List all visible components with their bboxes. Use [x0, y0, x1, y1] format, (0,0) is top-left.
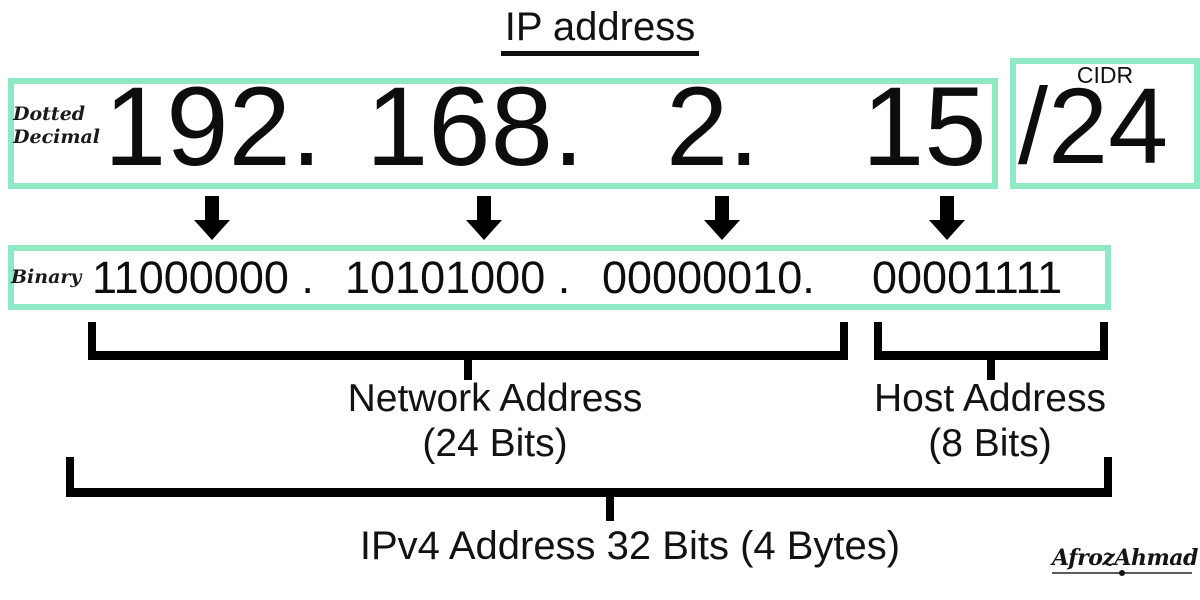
arrow-down-icon [700, 196, 744, 240]
decimal-octet-4: 15 [862, 64, 987, 189]
network-address-label: Network Address (24 Bits) [200, 376, 790, 466]
cidr-caption: CIDR [1076, 62, 1134, 88]
watermark-rule [1052, 570, 1192, 576]
total-address-bracket [66, 457, 1112, 497]
arrow-down-icon [190, 196, 234, 240]
host-address-name: Host Address [874, 377, 1106, 420]
dotted-decimal-label: Dotted Decimal [13, 103, 109, 149]
cidr-value: /24 [1018, 65, 1169, 186]
binary-label: Binary [11, 266, 82, 288]
binary-octet-2: 10101000 . [345, 252, 571, 303]
page-title: IP address [0, 4, 1200, 56]
dotted-decimal-label-line1: Dotted [13, 103, 86, 125]
page-title-text: IP address [500, 4, 700, 56]
total-bracket-tick [606, 495, 614, 521]
watermark-dot-icon [1119, 570, 1125, 576]
binary-octet-1: 11000000 . [92, 252, 314, 303]
watermark-logo: AfrozAhmad [1052, 545, 1198, 576]
binary-octet-4: 00001111 [872, 252, 1063, 303]
network-address-bits: (24 Bits) [422, 422, 568, 465]
decimal-octet-1: 192. [104, 64, 322, 189]
decimal-octet-2: 168. [366, 64, 584, 189]
network-bracket-tick [464, 358, 472, 380]
network-address-bracket [88, 322, 848, 360]
watermark-text: AfrozAhmad [1052, 545, 1198, 571]
host-address-bracket [874, 322, 1108, 360]
arrow-down-icon [925, 196, 969, 240]
decimal-octet-3: 2. [666, 64, 760, 189]
host-bracket-tick [987, 358, 995, 380]
binary-octet-3: 00000010. [602, 252, 815, 303]
total-address-label: IPv4 Address 32 Bits (4 Bytes) [359, 524, 901, 568]
arrow-down-icon [462, 196, 506, 240]
dotted-decimal-label-line2: Decimal [13, 126, 100, 148]
network-address-name: Network Address [347, 377, 643, 420]
cidr-box [1010, 58, 1200, 189]
dotted-decimal-box [8, 78, 998, 189]
host-address-bits: (8 Bits) [928, 422, 1052, 465]
binary-box [8, 245, 1111, 310]
host-address-label: Host Address (8 Bits) [840, 376, 1140, 466]
